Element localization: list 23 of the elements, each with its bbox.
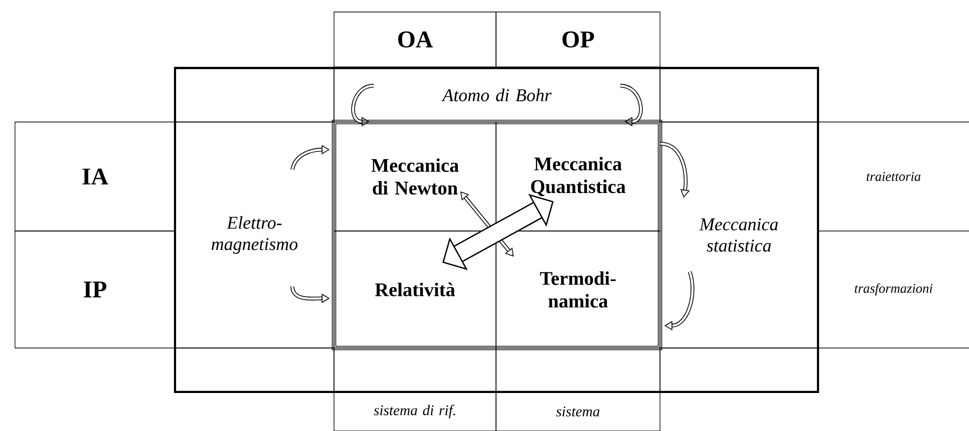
table-cell: Atomo di Bohr — [334, 68, 660, 122]
table-cell: sistema — [496, 392, 660, 431]
header-cell: IA — [14, 122, 176, 232]
table-cell: trasformazioni — [854, 283, 932, 296]
table-cell: Elettro-magnetismo — [174, 122, 334, 348]
empty-cell — [334, 348, 496, 392]
curved-arrow — [351, 84, 374, 126]
empty-cell — [174, 348, 334, 392]
table-cell: Meccanica Quantistica — [496, 122, 660, 232]
header-cell: OA — [334, 12, 496, 68]
empty-cell — [174, 68, 334, 122]
empty-cell — [496, 348, 660, 392]
table-cell: Meccanica di Newton — [334, 122, 496, 232]
curved-arrow — [620, 84, 643, 126]
header-cell: IP — [14, 230, 176, 348]
header-cell: OP — [496, 12, 660, 68]
table-cell: traiettoria — [866, 172, 920, 181]
empty-cell — [660, 68, 818, 122]
table-cell: sistema di rif. — [334, 392, 496, 431]
table-cell: Meccanica statistica — [660, 122, 818, 348]
empty-cell — [660, 348, 818, 392]
table-cell: Relatività — [334, 230, 496, 348]
table-cell: Termodi-namica — [496, 230, 660, 348]
